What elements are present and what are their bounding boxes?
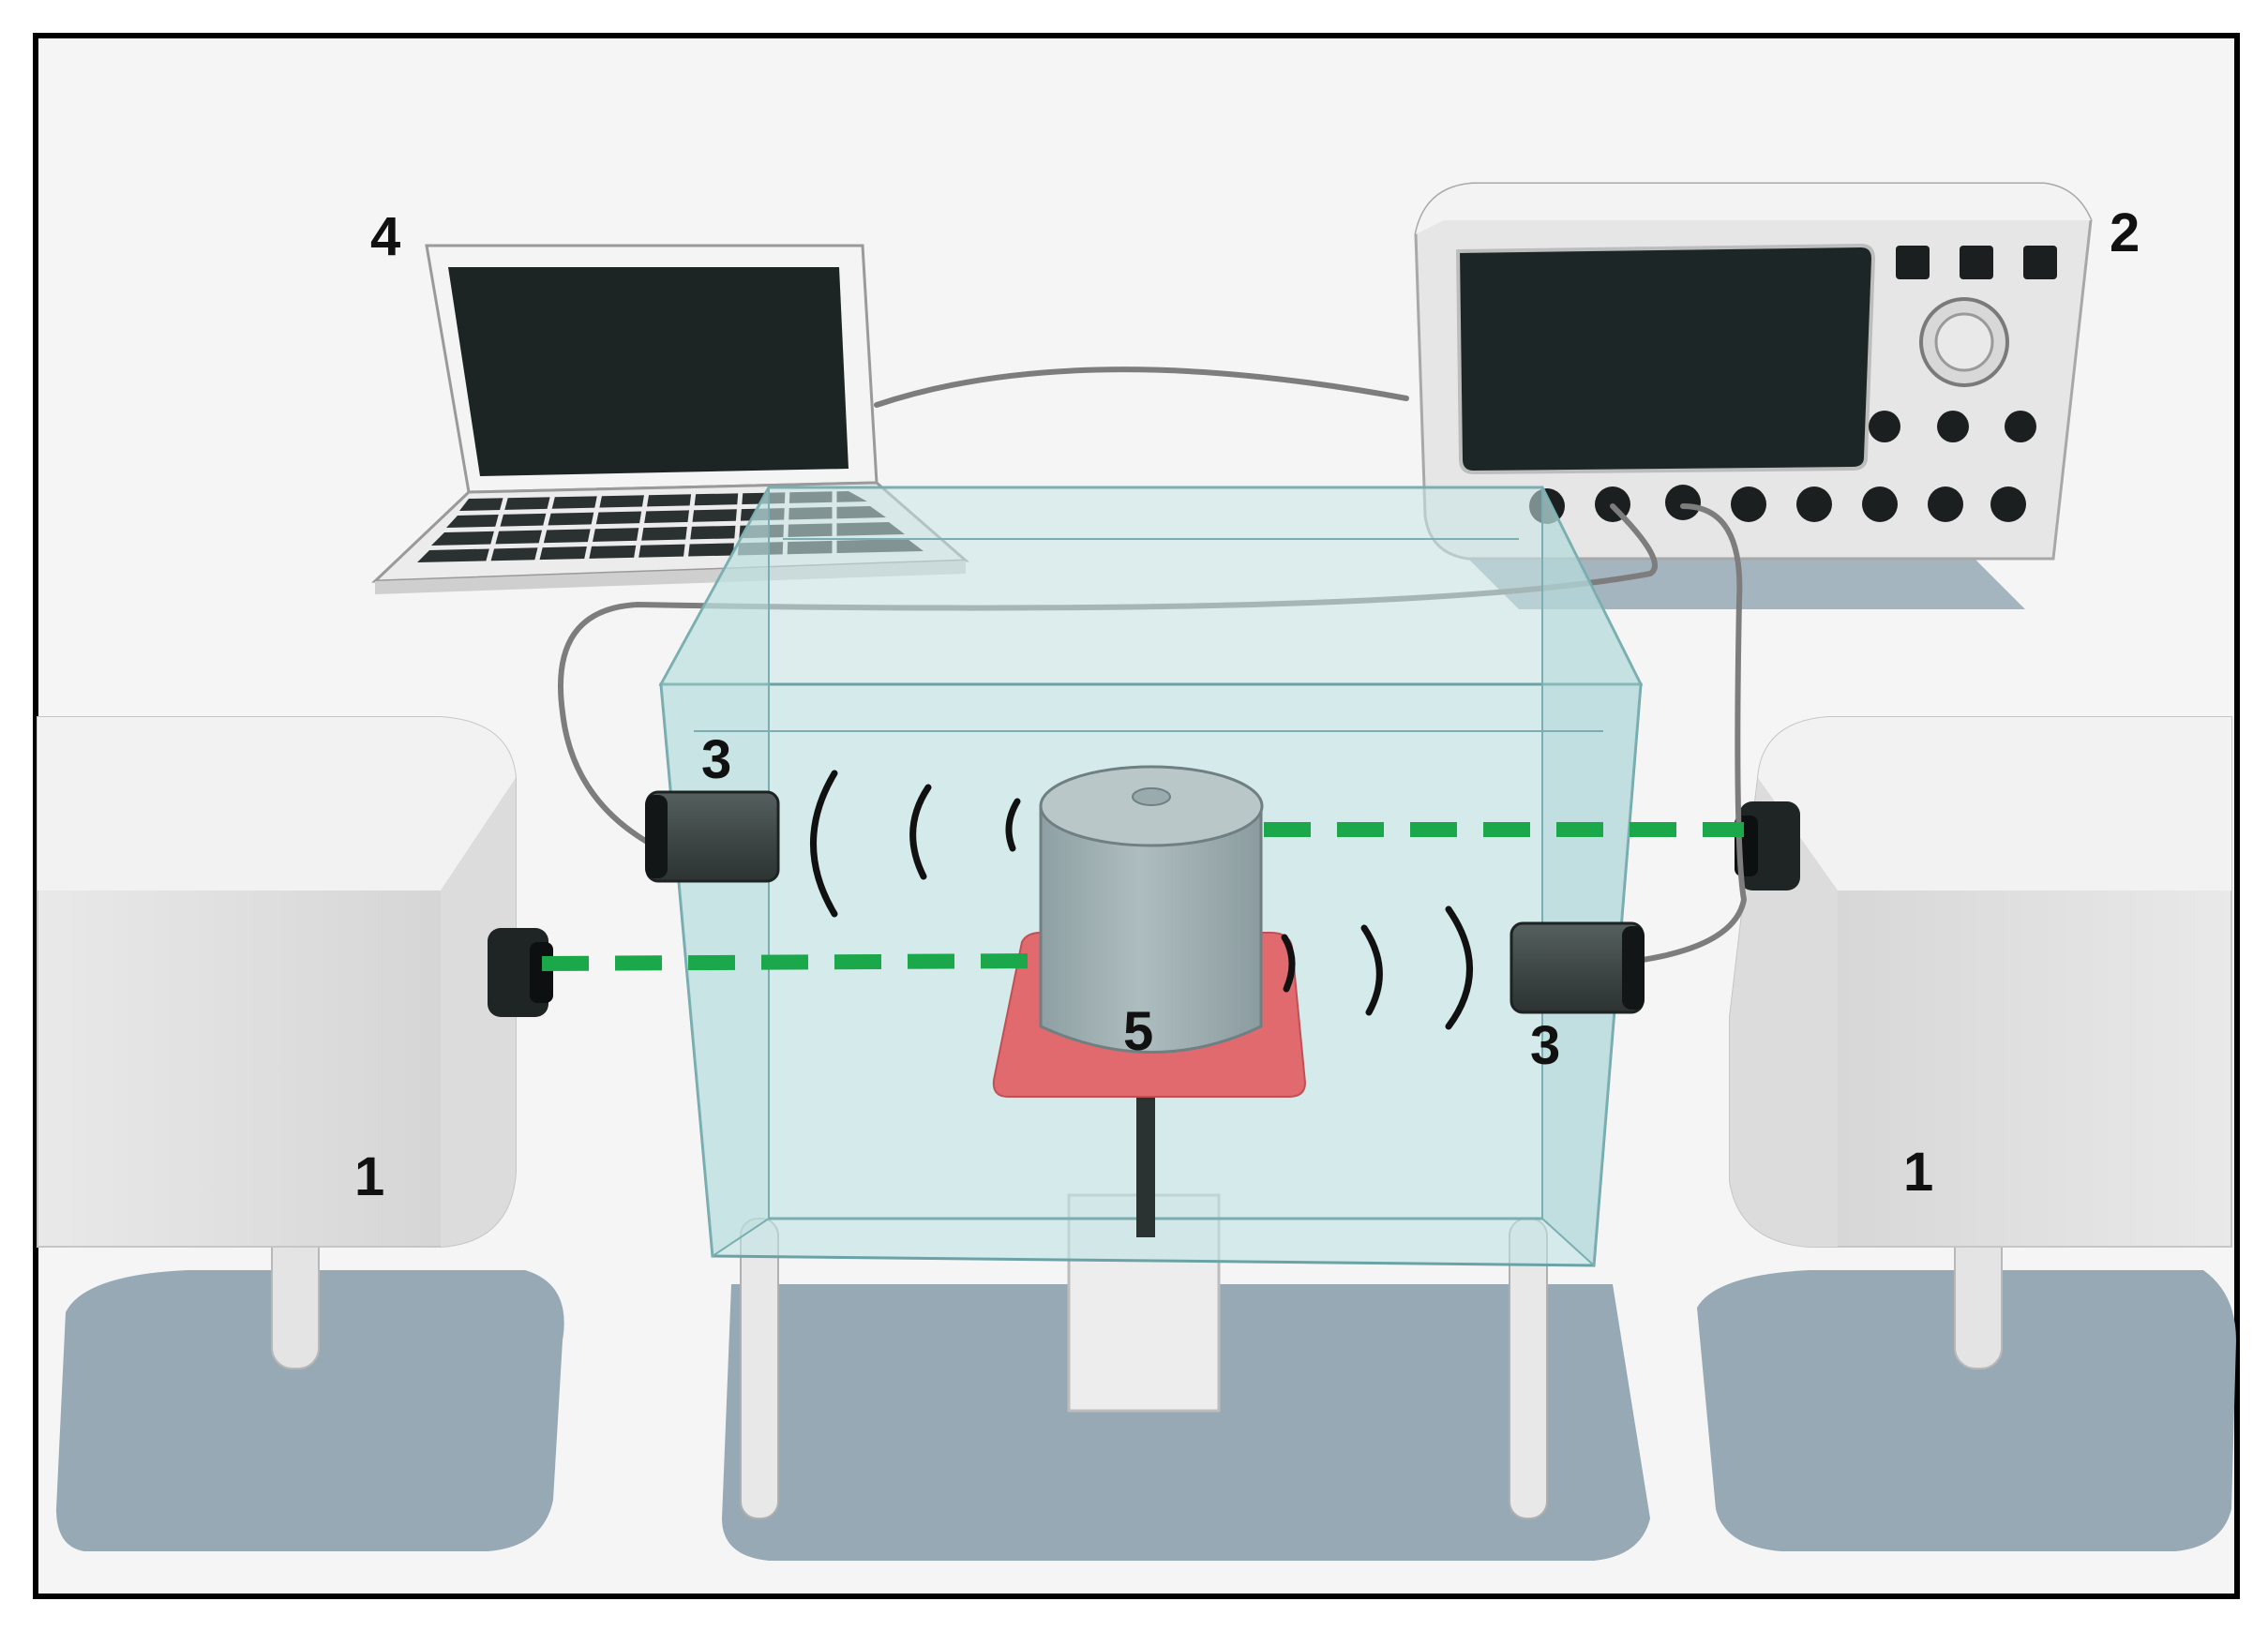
label-transducer-right: 3 <box>1530 1015 1560 1076</box>
label-laser-left: 1 <box>354 1146 384 1207</box>
laser-beams <box>541 822 1744 971</box>
ultrasonic-wave-arcs <box>810 770 1473 1030</box>
component-labels: 4 2 3 3 5 1 1 <box>354 202 2140 1207</box>
laser-vibrometer-right <box>1729 716 2232 1369</box>
label-transducer-left: 3 <box>701 729 731 790</box>
transducer-left <box>645 790 780 883</box>
tank-legs <box>740 1218 1548 1519</box>
sample-cylinder <box>1039 765 1264 1054</box>
label-laser-right: 1 <box>1903 1142 1933 1203</box>
label-sample: 5 <box>1123 1001 1153 1062</box>
label-oscilloscope: 2 <box>2110 202 2140 263</box>
floor-shadows <box>56 553 2236 1561</box>
laser-vibrometer-left <box>37 716 553 1369</box>
transducer-right <box>1509 921 1645 1014</box>
oscilloscope <box>1414 182 2093 561</box>
label-laptop: 4 <box>370 206 400 267</box>
